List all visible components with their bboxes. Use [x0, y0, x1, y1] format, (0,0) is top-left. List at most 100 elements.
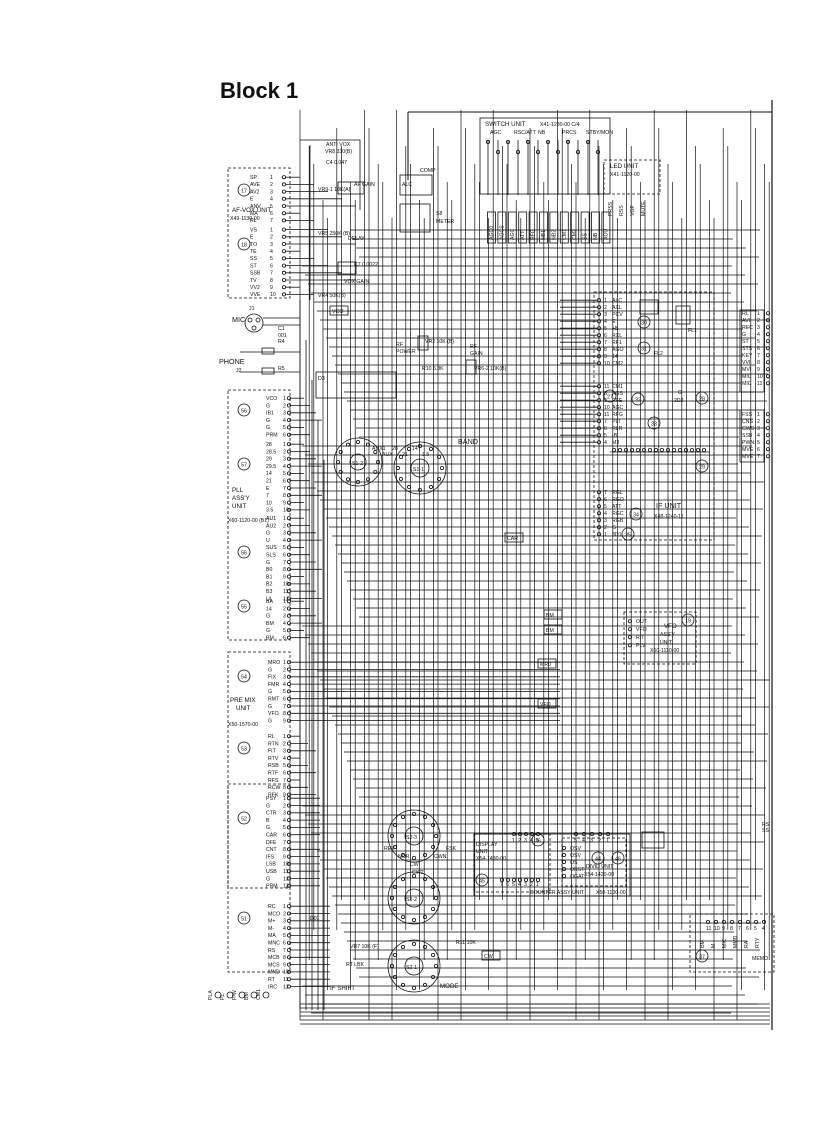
terminal-pin [597, 319, 602, 324]
switch-group-label: PRCS [562, 130, 577, 136]
pll-unit-label: ASS'Y [232, 495, 250, 502]
led-pin-label: MUTE [641, 201, 647, 216]
jack-symbol [262, 991, 270, 999]
terminal-pin [766, 332, 771, 337]
terminal-pin [286, 538, 291, 543]
terminal-pin [281, 263, 286, 268]
display-pin: 4 [530, 838, 533, 844]
if-lower-pin-label: RGO [612, 497, 624, 503]
if-right2-pin-num: 7 [757, 454, 760, 460]
if-lower-pin-label: G [612, 525, 616, 531]
terminal-pin [582, 832, 587, 837]
vfo-pin-label: VFO [636, 627, 647, 633]
pll-pin-label: PRM [266, 433, 278, 439]
terminal-pin [286, 628, 291, 633]
mic-cap-label: 001 [278, 333, 287, 339]
terminal-pin [395, 465, 400, 470]
afvox-pin-label: RL [250, 218, 257, 224]
led-pin-label: PRSS [608, 201, 614, 216]
lower-g2-pin-num: 10 [283, 970, 289, 976]
lower-pin-num: 5 [283, 825, 286, 831]
premix-g2-pin-label: RFK [268, 792, 279, 798]
terminal-pin [286, 471, 291, 476]
if-pin-num: 8 [604, 347, 607, 353]
terminal-pin [766, 346, 771, 351]
memory-pin: 9 [722, 926, 725, 932]
if-lower-pin-label: RGL [612, 490, 623, 496]
terminal-pin [281, 175, 286, 180]
premix-pin-label: VFO [268, 711, 279, 717]
band-switch-rotor [410, 458, 430, 478]
terminal-pin [597, 361, 602, 366]
divid-top-pin: 4 [582, 838, 585, 844]
if-right2-pin-label: FSS [742, 412, 753, 418]
divid-top-pin: 1 [606, 838, 609, 844]
pll-pin-num: 3 [283, 457, 286, 463]
pll-pin-num: 7 [283, 560, 286, 566]
pll-pin-num: 2 [283, 449, 286, 455]
jack-symbol [226, 991, 234, 999]
terminal-pin [556, 149, 561, 154]
terminal-pin [624, 447, 629, 452]
memory-pin: 5 [754, 926, 757, 932]
terminal-pin [642, 447, 647, 452]
afvox-pin-num: 8 [270, 278, 273, 284]
afvox-pin-num: 6 [270, 263, 273, 269]
signal-tag-label: BM [546, 613, 554, 619]
resistor [261, 347, 275, 355]
terminal-pin [286, 962, 291, 967]
premix-pin-label: FIX [268, 675, 277, 681]
if-lower-pin-num: 7 [604, 490, 607, 496]
lower-pin-num: 10 [283, 862, 289, 868]
premix-pin-num: 2 [283, 667, 286, 673]
bus-label: AGC [510, 229, 516, 240]
if-right-pin-label: MVI [742, 367, 751, 373]
memory-pin: 4 [762, 926, 765, 932]
pll-pin-num: 3 [283, 531, 286, 537]
if-pin-num: 4 [604, 319, 607, 325]
pll-pin-label: 29 [266, 457, 272, 463]
bus-label: AOU [603, 229, 609, 240]
afvox-pin-label: E [250, 235, 254, 241]
premix-g2-pin-num: 1 [283, 734, 286, 740]
if-right-pin-label: ST [742, 339, 749, 345]
pll-pin-label: B2 [266, 582, 272, 588]
display-lower-pin: 1 [536, 882, 539, 888]
afvox-pin-label: TV [250, 278, 257, 284]
lower-g2-pin-label: M+ [268, 919, 275, 925]
terminal-pin [433, 834, 438, 839]
terminal-pin [766, 360, 771, 365]
terminal-pin [536, 832, 541, 837]
led-unit-label: LED UNIT [610, 163, 638, 170]
cw-position-label: CWN [434, 854, 447, 860]
lower-pin-label: LSB [266, 862, 276, 868]
display-lower-pin: 5 [512, 882, 515, 888]
if-lower-pin-label: RGC [612, 511, 624, 517]
vox-gain-pot [337, 261, 357, 275]
if-lower-pin-label: RGB [612, 518, 624, 524]
terminal-pin [690, 447, 695, 452]
pll-pin-label: G [266, 425, 270, 431]
terminal-pin [406, 485, 411, 490]
premix-pin-num: 1 [283, 660, 286, 666]
divid-pin: OSV [570, 846, 581, 852]
phone-jack-label: J2 [236, 368, 242, 374]
bus-label-box [487, 211, 496, 244]
pll-pin-num: 5 [283, 628, 286, 634]
terminal-pin [433, 964, 438, 969]
afvox-pin-label: SSB [250, 271, 261, 277]
terminal-pin [702, 447, 707, 452]
band-aux-label: AUX1 [372, 446, 386, 452]
terminal-pin [696, 447, 701, 452]
terminal-pin [355, 479, 360, 484]
lower-pin-num: 8 [283, 847, 286, 853]
if-right-pin-num: 9 [757, 367, 760, 373]
terminal-pin [766, 433, 771, 438]
pll-unit-label: PLL [232, 487, 244, 494]
terminal-pin [286, 810, 291, 815]
terminal-pin [766, 419, 771, 424]
pll-pin-label: 28 [266, 442, 272, 448]
terminal-pin [286, 410, 291, 415]
signal-tag-label: VFO [540, 702, 551, 708]
terminal-pin [281, 227, 286, 232]
